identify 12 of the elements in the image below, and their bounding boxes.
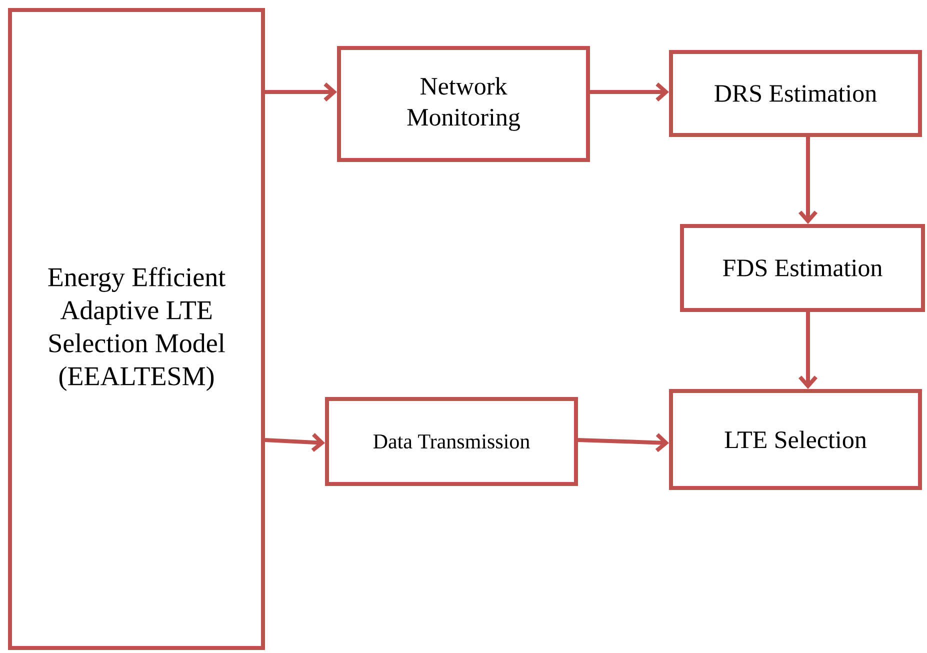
arrow xyxy=(578,433,669,452)
process-box: Data Transmission xyxy=(325,396,578,486)
arrow xyxy=(798,312,818,389)
arrow xyxy=(265,82,337,102)
process-box: LTE Selection xyxy=(669,388,922,490)
process-box: Energy Efficient Adaptive LTE Selection Model (EEALTESM) xyxy=(8,8,265,650)
process-box: FDS Estimation xyxy=(680,224,925,312)
arrow xyxy=(798,137,818,224)
arrow xyxy=(590,82,669,102)
arrow xyxy=(264,432,325,452)
process-box: Network Monitoring xyxy=(337,46,590,162)
process-box: DRS Estimation xyxy=(669,50,922,137)
